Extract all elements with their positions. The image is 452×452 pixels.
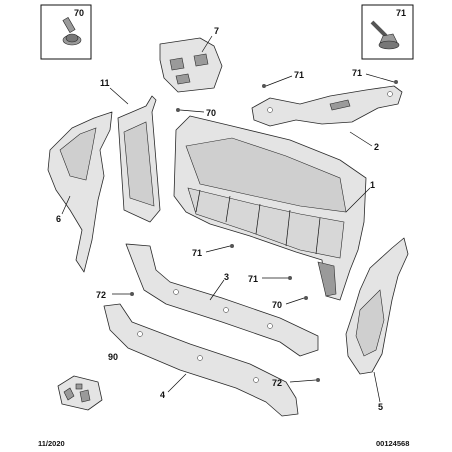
bolt-71-icon xyxy=(370,20,400,50)
leader-lines xyxy=(61,35,395,403)
callout-70-a: 70 xyxy=(206,108,216,118)
inset-71: 71 xyxy=(361,4,414,60)
callout-72-b: 72 xyxy=(272,378,282,388)
part-5-deflector xyxy=(345,237,409,375)
part-4-beam xyxy=(103,303,299,417)
callout-6: 6 xyxy=(56,214,61,224)
footer-reference: 00124568 xyxy=(376,439,409,448)
callouts: 7 11 70 71 71 2 1 6 71 3 71 72 70 90 4 7… xyxy=(56,26,383,412)
callout-2: 2 xyxy=(374,142,379,152)
callout-1: 1 xyxy=(370,180,375,190)
callout-72-a: 72 xyxy=(96,290,106,300)
part-2-bracket xyxy=(251,85,403,127)
screw-70-icon xyxy=(62,17,82,46)
callout-71-box: 71 xyxy=(396,8,406,18)
fasteners xyxy=(130,80,398,382)
callout-71-c: 71 xyxy=(192,248,202,258)
callout-4: 4 xyxy=(160,390,165,400)
footer-date: 11/2020 xyxy=(38,439,65,448)
part-1-carrier xyxy=(173,115,367,301)
part-6-deflector xyxy=(47,111,113,273)
callout-3: 3 xyxy=(224,272,229,282)
callout-70-box: 70 xyxy=(74,8,84,18)
callout-11: 11 xyxy=(100,78,110,88)
part-3-crossmember xyxy=(125,243,319,357)
callout-71-b: 71 xyxy=(352,68,362,78)
callout-5: 5 xyxy=(378,402,383,412)
part-7-bracket xyxy=(159,37,223,93)
inset-70: 70 xyxy=(40,4,92,60)
callout-90: 90 xyxy=(108,352,118,362)
callout-7: 7 xyxy=(214,26,219,36)
part-90-clips xyxy=(57,375,103,411)
part-11-plate xyxy=(117,95,161,223)
callout-71-a: 71 xyxy=(294,70,304,80)
callout-70-b: 70 xyxy=(272,300,282,310)
callout-71-d: 71 xyxy=(248,274,258,284)
